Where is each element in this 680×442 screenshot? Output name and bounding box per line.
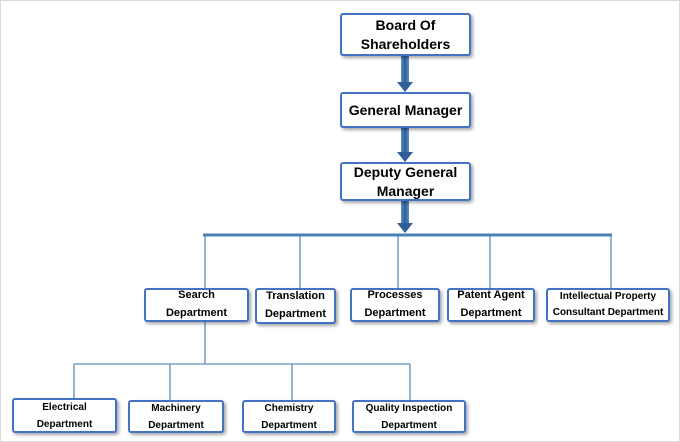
sub-department-connectors (73, 322, 411, 400)
patent-agent-department-label: Patent Agent Department (457, 289, 525, 319)
machinery-department-label: Machinery Department (148, 402, 204, 431)
board-of-shareholders-box: Board Of Shareholders (340, 13, 471, 56)
electrical-department-label: Electrical Department (36, 401, 93, 430)
deputy-general-manager-label: Deputy General Manager (353, 163, 458, 199)
processes-department-label: Processes Department (364, 289, 426, 319)
translation-department-box: Translation Department (255, 288, 336, 324)
translation-department-label: Translation Department (264, 290, 327, 320)
quality-inspection-department-box: Quality Inspection Department (352, 400, 466, 433)
patent-agent-department-box: Patent Agent Department (447, 288, 535, 322)
arrow-board-to-gm (397, 56, 413, 92)
machinery-department-box: Machinery Department (128, 400, 224, 433)
department-connectors (203, 233, 612, 288)
chemistry-department-label: Chemistry Department (261, 402, 317, 431)
deputy-general-manager-box: Deputy General Manager (340, 162, 471, 201)
search-department-box: Search Department (144, 288, 249, 322)
general-manager-box: General Manager (340, 92, 471, 128)
arrow-gm-to-deputy (397, 128, 413, 162)
search-department-label: Search Department (165, 289, 228, 319)
ip-consultant-department-label: Intellectual Property Consultant Departm… (552, 291, 664, 318)
quality-inspection-department-label: Quality Inspection Department (365, 402, 453, 431)
arrow-deputy-to-bus (397, 201, 413, 233)
ip-consultant-department-box: Intellectual Property Consultant Departm… (546, 288, 670, 322)
general-manager-label: General Manager (348, 101, 463, 118)
processes-department-box: Processes Department (350, 288, 440, 322)
chemistry-department-box: Chemistry Department (242, 400, 336, 433)
electrical-department-box: Electrical Department (12, 398, 117, 433)
board-of-shareholders-label: Board Of Shareholders (360, 16, 451, 52)
